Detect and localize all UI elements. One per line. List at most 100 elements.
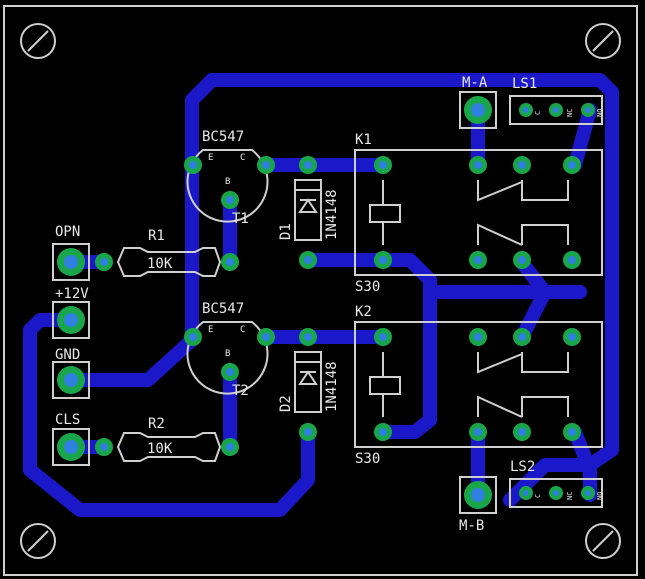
label-t1-pin-c: C [240, 153, 245, 163]
label-ls2-pin-c: C [534, 494, 542, 498]
ls1-pad-nc[interactable] [549, 103, 563, 117]
12v-pad[interactable] [57, 306, 85, 334]
label-t2-part: BC547 [202, 301, 244, 317]
label-d2-part: 1N4148 [324, 361, 340, 412]
t1-pad-c[interactable] [257, 156, 275, 174]
k1-pad-4[interactable] [469, 251, 487, 269]
k1-pad-coil-1[interactable] [374, 156, 392, 174]
t1-pad-b[interactable] [221, 191, 239, 209]
d1-pad-2[interactable] [299, 251, 317, 269]
k1-pad-5[interactable] [513, 251, 531, 269]
label-ls1-pin-no: NO [596, 109, 604, 117]
label-t1-pin-b: B [225, 177, 230, 187]
k2-pad-1[interactable] [469, 328, 487, 346]
trace-gnd [63, 333, 199, 387]
k1-pad-2[interactable] [513, 156, 531, 174]
label-t2-pin-e: E [208, 325, 213, 335]
t1-pad-e[interactable] [184, 156, 202, 174]
k2-pad-6[interactable] [563, 423, 581, 441]
label-k1-type: S30 [355, 279, 380, 295]
t2-pad-e[interactable] [184, 328, 202, 346]
label-ls2: LS2 [510, 459, 535, 475]
label-r2-value: 10K [147, 441, 173, 457]
ls2-pad-nc[interactable] [549, 486, 563, 500]
k2-pad-5[interactable] [513, 423, 531, 441]
opn-pad[interactable] [57, 248, 85, 276]
d1-pad-1[interactable] [299, 156, 317, 174]
r1-body [116, 247, 222, 277]
mounting-hole-bottom-right [585, 523, 621, 559]
label-12v: +12V [55, 286, 89, 302]
label-ma: M-A [462, 75, 488, 91]
d2-pad-2[interactable] [299, 423, 317, 441]
ls1-outline [509, 95, 603, 125]
mb-pad[interactable] [464, 481, 492, 509]
opn-pad-outline [52, 243, 90, 281]
label-ls1-pin-nc: NC [566, 109, 574, 117]
ls2-pad-c[interactable] [519, 486, 533, 500]
label-opn: OPN [55, 224, 80, 240]
r1-pad-2[interactable] [221, 253, 239, 271]
t2-pad-c[interactable] [257, 328, 275, 346]
ma-pad[interactable] [464, 96, 492, 124]
trace-ls1 [568, 103, 597, 172]
k1-pad-1[interactable] [469, 156, 487, 174]
label-t2-pin-c: C [240, 325, 245, 335]
label-k2: K2 [355, 304, 372, 320]
label-k1: K1 [355, 132, 372, 148]
r2-pad-2[interactable] [221, 438, 239, 456]
silkscreen-text: OPN +12V GND CLS R1 10K R2 10K BC547 T1 … [55, 75, 604, 534]
label-d1-part: 1N4148 [324, 189, 340, 240]
k2-body [354, 321, 603, 448]
d1-body [294, 179, 322, 241]
label-mb: M-B [459, 518, 484, 534]
ls1-pad-c[interactable] [519, 103, 533, 117]
cls-pad[interactable] [57, 433, 85, 461]
label-t2-pin-b: B [225, 349, 230, 359]
label-t2: T2 [232, 383, 249, 399]
label-ls1: LS1 [512, 76, 537, 92]
trace-power-loop [185, 73, 619, 507]
r2-body [116, 432, 222, 462]
trace-diode-link [301, 253, 437, 439]
ls2-pad-no[interactable] [581, 486, 595, 500]
label-t1-pin-e: E [208, 153, 213, 163]
k1-pad-3[interactable] [563, 156, 581, 174]
12v-pad-outline [52, 301, 90, 339]
ls2-outline [509, 478, 603, 508]
k2-pad-4[interactable] [469, 423, 487, 441]
label-ls1-pin-c: C [534, 111, 542, 115]
mounting-hole-bottom-left [20, 523, 56, 559]
k2-pad-coil-1[interactable] [374, 328, 392, 346]
board-outline [3, 5, 638, 576]
ma-pad-outline [459, 91, 497, 129]
label-ls2-pin-nc: NC [566, 492, 574, 500]
label-k2-type: S30 [355, 451, 380, 467]
k2-pad-2[interactable] [513, 328, 531, 346]
r2-pad-1[interactable] [95, 438, 113, 456]
d2-body [294, 351, 322, 413]
label-ls2-pin-no: NO [596, 492, 604, 500]
k1-body [354, 149, 603, 276]
mounting-hole-top-left [20, 23, 56, 59]
k2-pad-3[interactable] [563, 328, 581, 346]
r1-pad-1[interactable] [95, 253, 113, 271]
k2-pad-coil-2[interactable] [374, 423, 392, 441]
label-r1-value: 10K [147, 256, 173, 272]
mounting-hole-top-right [585, 23, 621, 59]
gnd-pad-outline [52, 361, 90, 399]
k1-pad-6[interactable] [563, 251, 581, 269]
label-gnd: GND [55, 347, 80, 363]
silkscreen [52, 91, 603, 514]
label-r1: R1 [148, 228, 165, 244]
t2-pad-b[interactable] [221, 363, 239, 381]
ls1-pad-no[interactable] [581, 103, 595, 117]
gnd-pad[interactable] [57, 366, 85, 394]
cls-pad-outline [52, 428, 90, 466]
d2-pad-1[interactable] [299, 328, 317, 346]
label-d1: D1 [278, 223, 294, 240]
label-cls: CLS [55, 412, 80, 428]
k1-pad-coil-2[interactable] [374, 251, 392, 269]
label-r2: R2 [148, 416, 165, 432]
